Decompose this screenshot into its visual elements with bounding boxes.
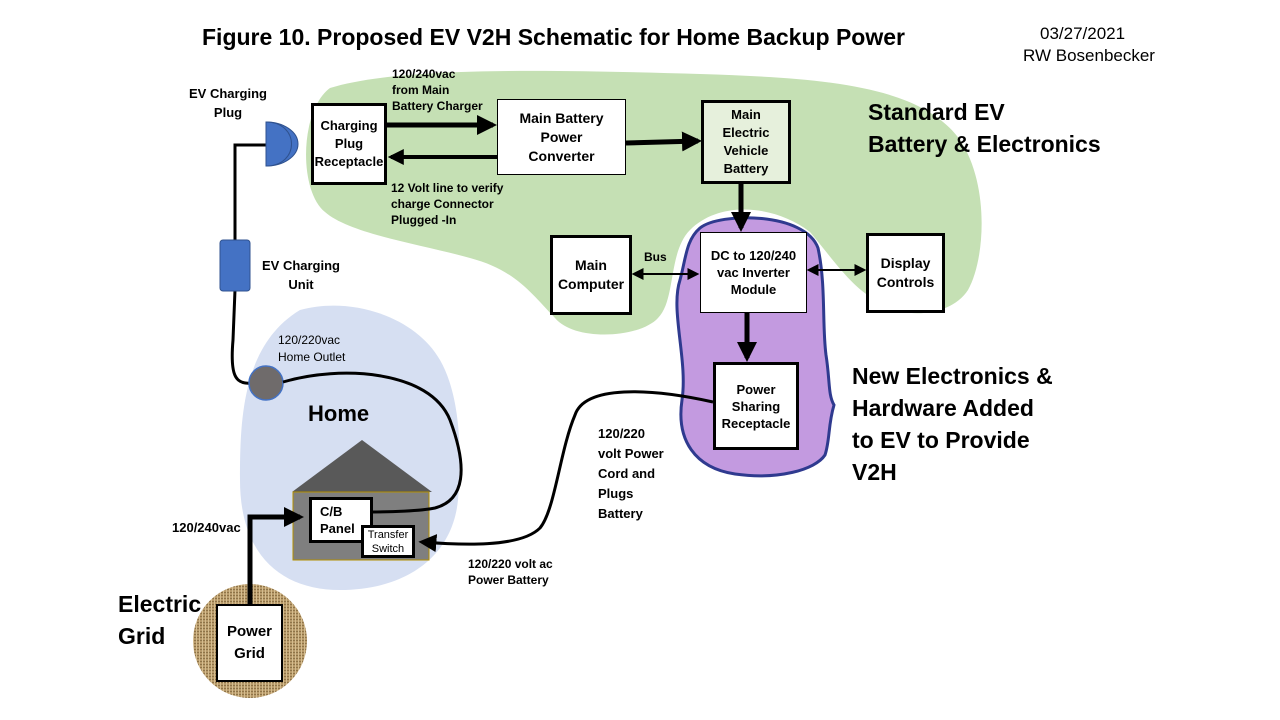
- new-electronics-label: New Electronics & Hardware Added to EV t…: [852, 363, 1053, 485]
- charging-cable: [230, 143, 268, 385]
- charging-plug-receptacle-text: Charging Plug Receptacle: [314, 118, 384, 169]
- transfer-switch-box: Transfer Switch: [361, 525, 415, 558]
- electric-grid-label: Electric Grid: [118, 591, 202, 649]
- display-controls-box: Display Controls: [866, 233, 945, 313]
- inverter-module-box: DC to 120/240 vac Inverter Module: [700, 232, 807, 313]
- bus-label: Bus: [644, 250, 667, 264]
- home-outlet-icon: [248, 365, 284, 401]
- home-label: Home: [308, 401, 370, 426]
- standard-ev-region: [306, 70, 982, 335]
- v2h-power-cord: [418, 390, 714, 553]
- figure-date: 03/27/2021: [1040, 24, 1126, 43]
- charger-feed-label: 120/240vac from Main Battery Charger: [392, 67, 483, 113]
- ev-charging-plug-label: EV Charging Plug: [188, 86, 267, 120]
- cb-panel-text: C/B Panel: [320, 504, 355, 536]
- arrow-converter-battery: [625, 131, 702, 152]
- power-grid-box: Power Grid: [216, 604, 283, 682]
- cb-panel-box: C/B Panel: [309, 497, 373, 543]
- power-sharing-receptacle-text: Power Sharing Receptacle: [721, 381, 791, 431]
- power-cord-label: 120/220 volt Power Cord and Plugs Batter…: [598, 426, 664, 521]
- power-grid-text: Power Grid: [226, 623, 272, 662]
- main-computer-box: Main Computer: [550, 235, 632, 315]
- display-controls-text: Display Controls: [876, 255, 935, 290]
- figure-author: RW Bosenbecker: [1023, 46, 1155, 65]
- transfer-switch-text: Transfer Switch: [367, 528, 409, 555]
- main-ev-battery-box: Main Electric Vehicle Battery: [701, 100, 791, 184]
- inverter-module-text: DC to 120/240 vac Inverter Module: [710, 248, 797, 297]
- main-ev-battery-text: Main Electric Vehicle Battery: [722, 107, 770, 176]
- ac-power-battery-label: 120/220 volt ac Power Battery: [468, 557, 553, 587]
- main-battery-power-converter-text: Main Battery Power Converter: [519, 109, 604, 164]
- verify-line-label: 12 Volt line to verify charge Connector …: [391, 181, 504, 227]
- plug-body: [265, 121, 292, 167]
- house-roof: [292, 440, 432, 492]
- main-computer-text: Main Computer: [557, 257, 625, 292]
- home-outlet-label: 120/220vac Home Outlet: [278, 333, 346, 364]
- ev-charging-unit-icon: [219, 239, 251, 292]
- power-sharing-receptacle-box: Power Sharing Receptacle: [713, 362, 799, 450]
- figure-title: Figure 10. Proposed EV V2H Schematic for…: [202, 24, 905, 50]
- ev-charging-unit-label: EV Charging Unit: [261, 258, 340, 292]
- charging-plug-receptacle-box: Charging Plug Receptacle: [311, 103, 387, 185]
- standard-ev-label: Standard EV Battery & Electronics: [868, 99, 1101, 157]
- main-battery-power-converter-box: Main Battery Power Converter: [497, 99, 626, 175]
- grid-feed-label: 120/240vac: [172, 520, 241, 535]
- grid-feed-line: [247, 507, 304, 604]
- outlet-to-panel-cord: [282, 371, 463, 514]
